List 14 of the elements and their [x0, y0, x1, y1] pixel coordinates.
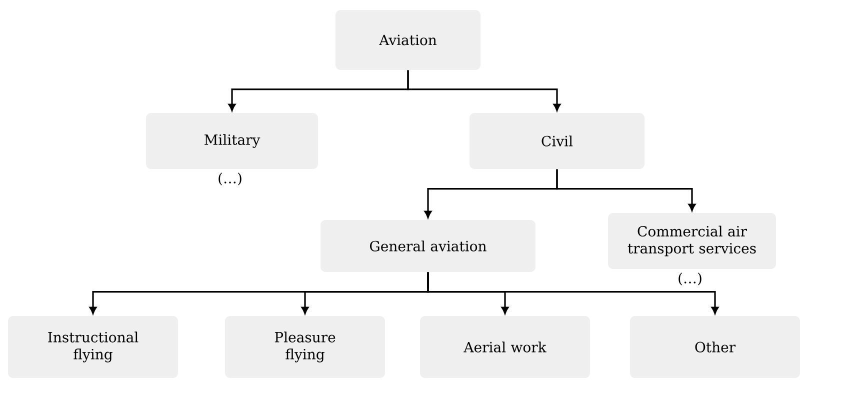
- category-box: Instructional flying: [8, 316, 178, 378]
- category-box: Aviation: [336, 10, 480, 70]
- category-box: General aviation: [320, 220, 536, 272]
- category-box: Other: [630, 316, 800, 378]
- arrow: [407, 70, 561, 112]
- category-box: Commercial air transport services: [608, 213, 776, 269]
- ellipsis-note: (…): [678, 272, 702, 286]
- category-box: Aerial work: [420, 316, 590, 378]
- category-box: Pleasure flying: [225, 316, 385, 378]
- arrow: [427, 272, 719, 314]
- arrow: [556, 169, 696, 212]
- category-box: Military: [146, 113, 318, 169]
- category-box: Civil: [470, 113, 644, 169]
- ellipsis-note: (…): [218, 172, 242, 186]
